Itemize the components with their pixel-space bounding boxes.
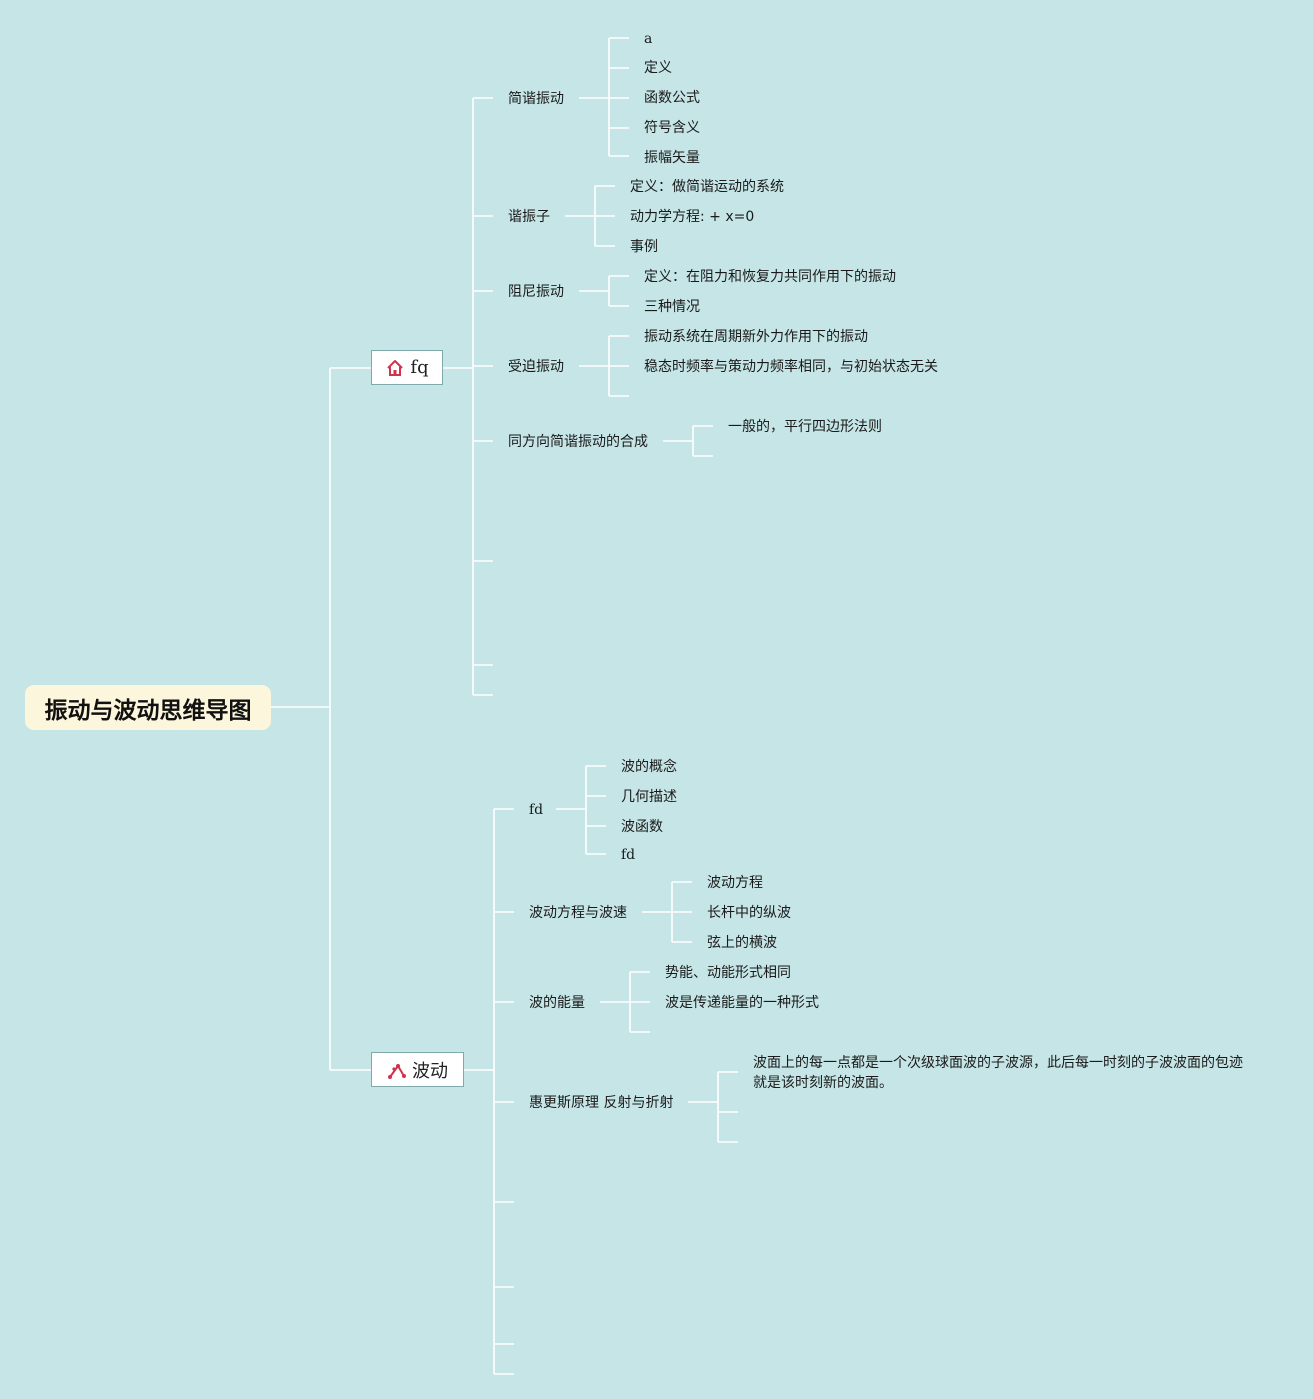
topic-vibration-composition[interactable]: 同方向简谐振动的合成 bbox=[508, 434, 648, 450]
leaf-note[interactable]: 波面上的每一点都是一个次级球面波的子波源，此后每一时刻的子波波面的包迹就是该时刻… bbox=[753, 1055, 1243, 1091]
house-icon bbox=[387, 359, 404, 376]
topic-forced-vibration[interactable]: 受迫振动 bbox=[508, 359, 564, 375]
leaf-item[interactable]: 稳态时频率与策动力频率相同，与初始状态无关 bbox=[644, 359, 938, 375]
topic-damped-vibration[interactable]: 阻尼振动 bbox=[508, 284, 564, 300]
leaf-item[interactable]: 事例 bbox=[630, 239, 658, 255]
leaf-item[interactable]: 波函数 bbox=[621, 819, 663, 835]
leaf-item[interactable]: 长杆中的纵波 bbox=[707, 905, 791, 921]
leaf-item[interactable]: a bbox=[644, 31, 653, 47]
leaf-item[interactable]: 振幅矢量 bbox=[644, 150, 700, 166]
leaf-item[interactable]: 波动方程 bbox=[707, 875, 763, 891]
branch-topic-fq[interactable]: fq bbox=[371, 350, 443, 385]
leaf-item[interactable]: 定义：在阻力和恢复力共同作用下的振动 bbox=[644, 269, 896, 285]
branch-topic-wave[interactable]: 波动 bbox=[371, 1052, 464, 1087]
topic-wave-equation[interactable]: 波动方程与波速 bbox=[529, 905, 627, 921]
branch-label: fq bbox=[410, 357, 429, 378]
topic-fd[interactable]: fd bbox=[529, 802, 544, 818]
leaf-item[interactable]: 弦上的横波 bbox=[707, 935, 777, 951]
topic-wave-energy[interactable]: 波的能量 bbox=[529, 995, 585, 1011]
topic-harmonic-oscillator[interactable]: 谐振子 bbox=[508, 209, 550, 225]
branch-label: 波动 bbox=[412, 1060, 448, 1082]
leaf-item[interactable]: 符号含义 bbox=[644, 120, 700, 136]
root-title: 振动与波动思维导图 bbox=[44, 697, 252, 724]
leaf-item[interactable]: 一般的，平行四边形法则 bbox=[728, 419, 882, 435]
topic-huygens-principle[interactable]: 惠更斯原理 反射与折射 bbox=[529, 1095, 674, 1111]
leaf-item[interactable]: 波是传递能量的一种形式 bbox=[665, 995, 819, 1011]
leaf-item[interactable]: fd bbox=[621, 847, 636, 863]
leaf-item[interactable]: 定义 bbox=[644, 60, 672, 76]
root-topic[interactable]: 振动与波动思维导图 bbox=[25, 685, 271, 730]
leaf-item[interactable]: 三种情况 bbox=[644, 299, 700, 315]
leaf-item[interactable]: 几何描述 bbox=[621, 789, 677, 805]
leaf-item[interactable]: 函数公式 bbox=[644, 90, 700, 106]
leaf-item[interactable]: 定义：做简谐运动的系统 bbox=[630, 179, 784, 195]
topic-simple-harmonic[interactable]: 简谐振动 bbox=[508, 91, 564, 107]
leaf-item[interactable]: 动力学方程: + x=0 bbox=[630, 209, 755, 225]
leaf-item[interactable]: 势能、动能形式相同 bbox=[665, 965, 791, 981]
leaf-item[interactable]: 波的概念 bbox=[621, 759, 677, 775]
leaf-item[interactable]: 振动系统在周期新外力作用下的振动 bbox=[644, 329, 868, 345]
wave-network-icon bbox=[388, 1063, 406, 1079]
